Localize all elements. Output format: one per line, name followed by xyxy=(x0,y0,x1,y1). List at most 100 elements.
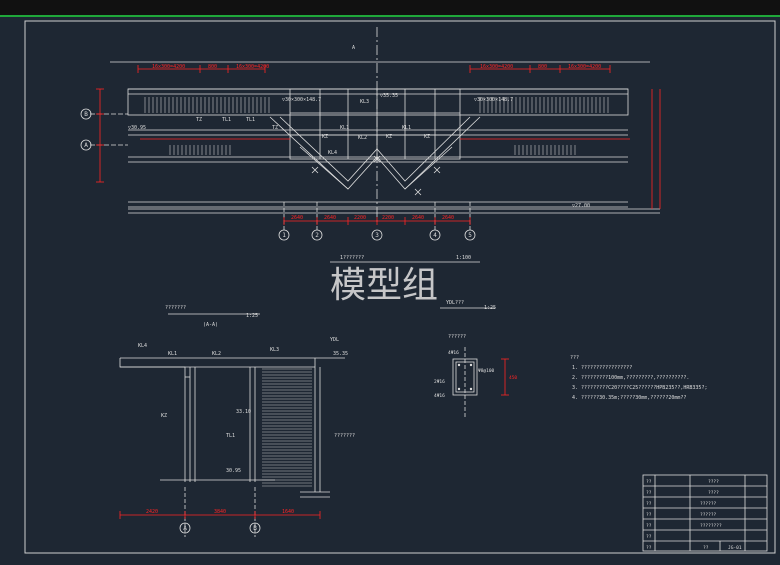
title-block xyxy=(642,474,768,552)
dim-top-left-2: 800 xyxy=(208,64,217,70)
section-label-kl4: KL4 xyxy=(138,343,147,349)
elev-center: ▽35.35 xyxy=(380,93,398,99)
beam-label-kl2: KL2 xyxy=(358,135,367,141)
beam-label-kl1a: KL1 xyxy=(340,125,349,131)
tb-row-3: ?? xyxy=(646,501,652,507)
notes-item-2: 2. ?????????100mm,?????????,??????????. xyxy=(572,375,689,381)
section-dim-1: 2420 xyxy=(146,509,158,515)
beam-bar-bottom: 4Ψ16 xyxy=(434,393,445,399)
dim-top-right-2: 800 xyxy=(538,64,547,70)
section-elev-bottom: 30.95 xyxy=(226,468,241,474)
tb-row-4: ?? xyxy=(646,512,652,518)
section-label-ydl: YDL xyxy=(330,337,339,343)
section-marker-a: A xyxy=(352,45,355,51)
section-dimensions xyxy=(119,511,321,519)
axis-bubbles xyxy=(80,108,476,241)
tb-row-7: ?? xyxy=(646,545,652,551)
notes-item-4: 4. ??????30.35m;?????30mm,??????20mm?? xyxy=(572,395,686,401)
beam-stirrup: Ψ8@100 xyxy=(478,368,495,374)
axis-4: 4 xyxy=(433,232,437,239)
beam-label-kl3a: KL3 xyxy=(360,99,369,105)
elevation-title-text: 1??????? xyxy=(340,255,364,261)
toolbar-strip xyxy=(0,0,780,16)
section-stair-note: ??????? xyxy=(334,433,355,439)
section-subtitle: (A-A) xyxy=(203,322,218,328)
tb-cell-5: ???????? xyxy=(700,523,722,529)
elev-bottom: ▽27.00 xyxy=(572,203,590,209)
section-axis-b: B xyxy=(253,525,257,532)
tb-drawing-no: JG-01 xyxy=(728,545,742,551)
dim-bottom-3: 2200 xyxy=(354,215,366,221)
stair-label-right: ▽30×300×148.7 xyxy=(474,97,513,103)
section-dim-2: 3840 xyxy=(214,509,226,515)
axis-1: 1 xyxy=(282,232,286,239)
tb-cell-2: ???? xyxy=(708,490,719,496)
section-label-kl2: KL2 xyxy=(212,351,221,357)
drawing-frame xyxy=(24,20,776,554)
beam-detail-labels: 4Ψ16 2Ψ16 4Ψ16 Ψ8@100 xyxy=(434,350,495,399)
beam-bars xyxy=(457,363,473,391)
axis-a: A xyxy=(84,142,88,149)
section-elev-top: 35.35 xyxy=(333,351,348,357)
beam-label-kz1: KZ xyxy=(322,134,328,140)
dim-bottom-5: 2640 xyxy=(412,215,424,221)
elevation-title: 1??????? 1:100 xyxy=(340,255,471,261)
section-dim-3: 1640 xyxy=(282,509,294,515)
beam-label-tz2: TZ xyxy=(272,125,278,131)
section-scale: 1:25 xyxy=(246,313,258,319)
tb-drawing-no-label: ?? xyxy=(703,545,709,551)
axis-3: 3 xyxy=(375,232,379,239)
section-view xyxy=(119,357,345,537)
stair-hatch-right xyxy=(479,97,609,113)
notes-item-1: 1. ????????????????? xyxy=(572,365,632,371)
beam-label-kz3: KZ xyxy=(424,134,430,140)
section-labels: KL4 KL1 KL2 KL3 YDL KZ TL1 35.35 33.10 3… xyxy=(138,337,355,474)
beam-bar-mid: 2Ψ16 xyxy=(434,379,445,385)
viewport-border-line xyxy=(0,15,780,17)
beam-detail-title-text: YDL??? xyxy=(446,300,464,306)
tb-cell-1: ???? xyxy=(708,479,719,485)
axis-b: B xyxy=(84,111,88,118)
dim-top-left-3: 16x300=4200 xyxy=(236,64,269,70)
tb-row-5: ?? xyxy=(646,523,652,529)
section-axis-bubbles xyxy=(179,522,261,534)
stair-hatch-left xyxy=(144,97,270,113)
watermark: 模型组 xyxy=(330,265,438,306)
section-axis-a: A xyxy=(183,525,187,532)
beam-detail xyxy=(452,347,478,417)
section-stair-hatch xyxy=(262,368,312,487)
title-block-text: ?? ?? ?? ?? ?? ?? ?? ???? ???? ?????? ??… xyxy=(646,479,742,551)
ground-hatch xyxy=(169,145,576,155)
notes: ??? 1. ????????????????? 2. ?????????100… xyxy=(570,355,707,401)
notes-item-3: 3. ?????????C20????C25??????HPB235??,HRB… xyxy=(572,385,707,391)
tb-row-1: ?? xyxy=(646,479,652,485)
dim-bottom-2: 2640 xyxy=(324,215,336,221)
axis-2: 2 xyxy=(315,232,319,239)
section-label-kl3: KL3 xyxy=(270,347,279,353)
beam-detail-title: YDL??? 1:25 ?????? xyxy=(446,300,496,340)
section-title-text: ??????? xyxy=(165,305,186,311)
notes-title: ??? xyxy=(570,355,579,361)
beam-label-kl4: KL4 xyxy=(328,150,337,156)
dim-bottom-6: 2640 xyxy=(442,215,454,221)
elev-left: ▽30.95 xyxy=(128,125,146,131)
beam-detail-height: 450 xyxy=(509,375,517,381)
section-label-tl1: TL1 xyxy=(226,433,235,439)
cad-drawing-canvas: 16x300=4200 800 16x300=4200 16x300=4200 … xyxy=(24,20,776,554)
beam-detail-dim xyxy=(501,358,509,396)
section-label-kl1: KL1 xyxy=(168,351,177,357)
section-axis-labels: A B xyxy=(183,525,257,532)
beam-label-kz2: KZ xyxy=(386,134,392,140)
dim-bottom-4: 2200 xyxy=(382,215,394,221)
tb-cell-4: ?????? xyxy=(700,512,717,518)
beam-bar-top: 4Ψ16 xyxy=(448,350,459,356)
elevation-scale: 1:100 xyxy=(456,255,471,261)
beam-label-tl1a: TL1 xyxy=(222,117,231,123)
section-dimension-texts: 2420 3840 1640 xyxy=(146,509,294,515)
axis-5: 5 xyxy=(468,232,472,239)
dim-top-left-1: 16x300=4200 xyxy=(152,64,185,70)
tb-cell-3: ?????? xyxy=(700,501,717,507)
stair-label-left: ▽30×300×148.7 xyxy=(282,97,321,103)
beam-label-kl1b: KL1 xyxy=(402,125,411,131)
dimension-texts-top: 16x300=4200 800 16x300=4200 16x300=4200 … xyxy=(152,64,601,70)
